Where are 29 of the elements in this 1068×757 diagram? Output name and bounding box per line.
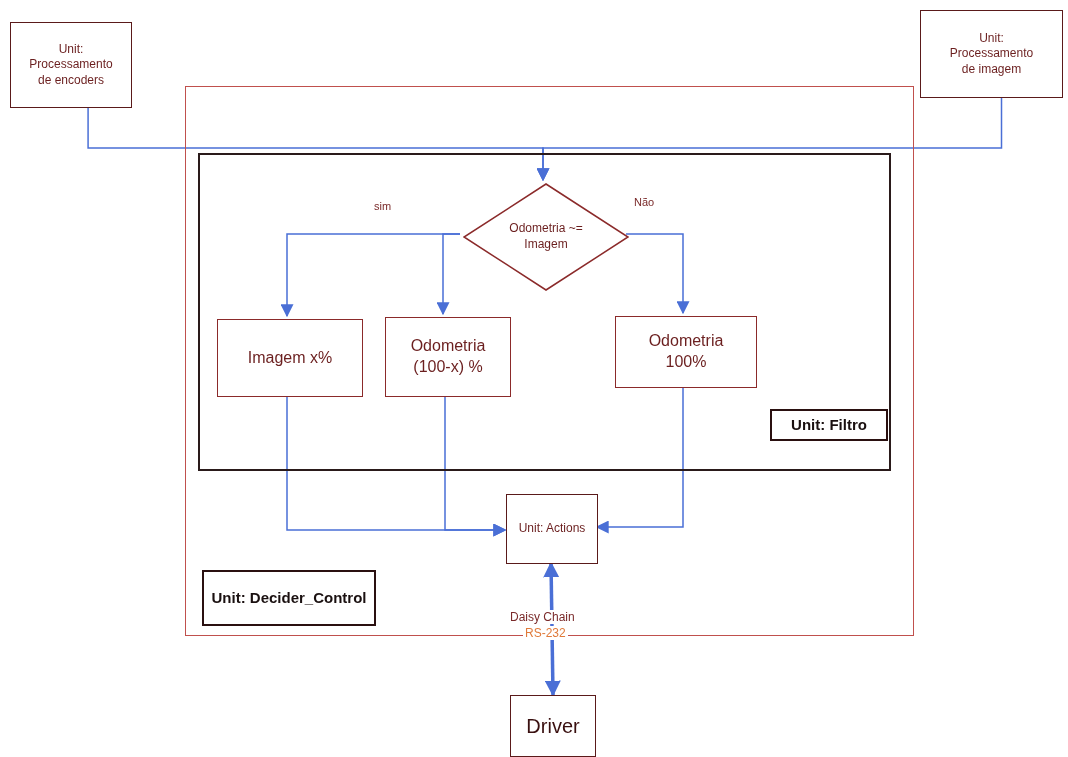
arrow (625, 233, 690, 315)
unit-title-box (770, 409, 888, 441)
edge-label: sim (372, 200, 394, 212)
unit-title-box (202, 570, 376, 626)
process-box (615, 316, 757, 388)
container-frame (198, 153, 891, 471)
node-label: Unit: Filtro (791, 415, 867, 435)
unit-box (506, 494, 598, 564)
node-label: Unit: Decider_Control (211, 588, 367, 608)
edge-label: Daisy Chain (508, 610, 577, 624)
arrow (436, 233, 461, 316)
node-label: Driver (526, 714, 580, 739)
node-label: Unit: Actions (518, 521, 586, 537)
driver-box (510, 695, 596, 757)
unit-box (920, 10, 1063, 98)
arrow (536, 97, 1003, 182)
decision-diamond (463, 183, 629, 291)
container-frame (185, 86, 914, 636)
node-label: Odometria 100% (647, 331, 725, 372)
edge-label: Não (632, 196, 657, 208)
node-label: Odometria (100-x) % (409, 336, 487, 377)
process-box (217, 319, 363, 397)
node-label: Imagem x% (247, 347, 333, 368)
protocol-label: RS-232 (523, 626, 568, 640)
unit-box (10, 22, 132, 108)
node-label: Odometria ~= Imagem (508, 221, 584, 253)
node-label: Unit: Processamento de imagem (948, 30, 1035, 78)
process-box (385, 317, 511, 397)
node-label: Unit: Processamento de encoders (28, 41, 114, 89)
